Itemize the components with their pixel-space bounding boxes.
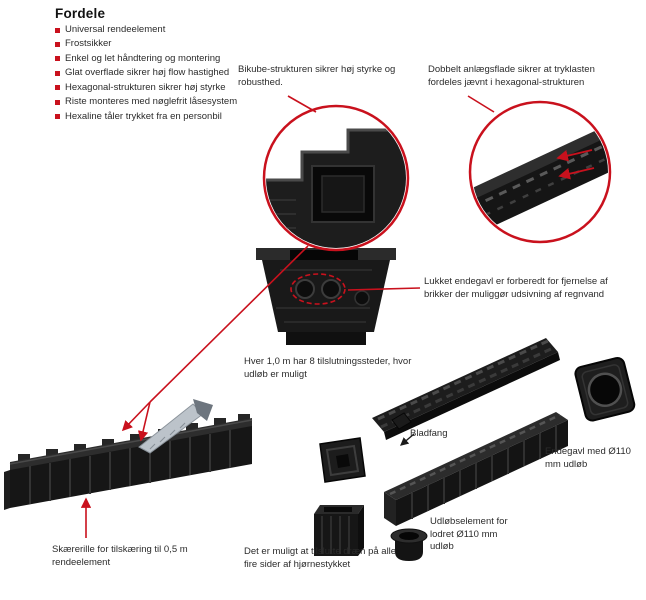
lukket-endegavl-note: Lukket endegavl er forberedt for fjernel… [424, 276, 608, 300]
circle-to-channel-line [149, 245, 309, 403]
benefit-label: Frostsikker [65, 38, 112, 50]
benefit-label: Hexaline tåler trykket fra en personbil [65, 110, 222, 122]
dobbelt-anlaegsflade-note: Dobbelt anlægsflade sikrer at tryklasten… [428, 64, 595, 88]
bikube-note: Bikube-strukturen sikrer høj styrke og r… [238, 64, 396, 88]
bullet-square-icon [55, 27, 60, 33]
udloebselement-note: Udløbselement for lodret Ø110 mm udløb [430, 516, 508, 553]
bullet-square-icon [55, 41, 60, 47]
bikube-detail-photo [262, 104, 410, 252]
benefit-item: Glat overflade sikrer høj flow hastighed [55, 67, 255, 79]
cut-arrow-1 [121, 401, 151, 432]
square-grate-photo [319, 437, 366, 483]
benefit-item: Riste monteres med nøglefrit låsesystem [55, 96, 255, 108]
benefit-item: Universal rendeelement [55, 24, 255, 35]
bullet-square-icon [55, 114, 60, 120]
bikube-connector-line [287, 95, 317, 113]
benefit-item: Hexagonal-strukturen sikrer høj styrke [55, 81, 255, 93]
bullet-square-icon [55, 85, 60, 91]
hjoernestykke-note: Det er muligt at tilslutte dræn på alle … [244, 546, 397, 570]
benefit-label: Glat overflade sikrer høj flow hastighed [65, 67, 230, 79]
connector-lines [80, 95, 495, 538]
bullet-square-icon [55, 70, 60, 76]
channel-cross-section-photo [256, 248, 396, 345]
grate-photo [372, 338, 560, 440]
knockout-highlight-ellipse [290, 273, 346, 305]
leaf-catcher-photo [391, 412, 412, 430]
benefit-item: Frostsikker [55, 38, 255, 50]
lukket-connector-line [347, 287, 421, 291]
skaererille-note: Skærerille for tilskæring til 0,5 m rend… [52, 544, 188, 568]
bullet-square-icon [55, 56, 60, 62]
benefit-item: Enkel og let håndtering og montering [55, 52, 255, 64]
dobbelt-connector-line [467, 95, 495, 113]
bladfang-label: Bladfang [410, 428, 448, 439]
corner-piece-photo [314, 505, 364, 556]
benefit-label: Hexagonal-strukturen sikrer høj styrke [65, 81, 226, 93]
tilslutningssteder-note: Hver 1,0 m har 8 tilslutningssteder, hvo… [244, 356, 412, 380]
bladfang-arrow [400, 433, 415, 446]
channel-element-photo [4, 414, 253, 510]
benefit-label: Universal rendeelement [65, 24, 166, 35]
saw-icon [138, 399, 213, 454]
cut-arrow-2 [137, 401, 151, 442]
benefit-item: Hexaline tåler trykket fra en personbil [55, 110, 255, 122]
channel-assembly-photo [384, 412, 568, 526]
bullet-square-icon [55, 99, 60, 105]
benefit-label: Enkel og let håndtering og montering [65, 52, 221, 64]
page-title: Fordele [55, 6, 106, 21]
endegavl-udloeb-note: Endegavl med Ø110 mm udløb [545, 446, 631, 470]
outlet-element-photo [390, 528, 428, 561]
anlaegsflade-detail-photo [468, 100, 612, 244]
benefit-label: Riste monteres med nøglefrit låsesystem [65, 96, 238, 108]
benefits-list: Universal rendeelement Frostsikker Enkel… [55, 24, 255, 126]
end-cap-photo [574, 357, 636, 422]
